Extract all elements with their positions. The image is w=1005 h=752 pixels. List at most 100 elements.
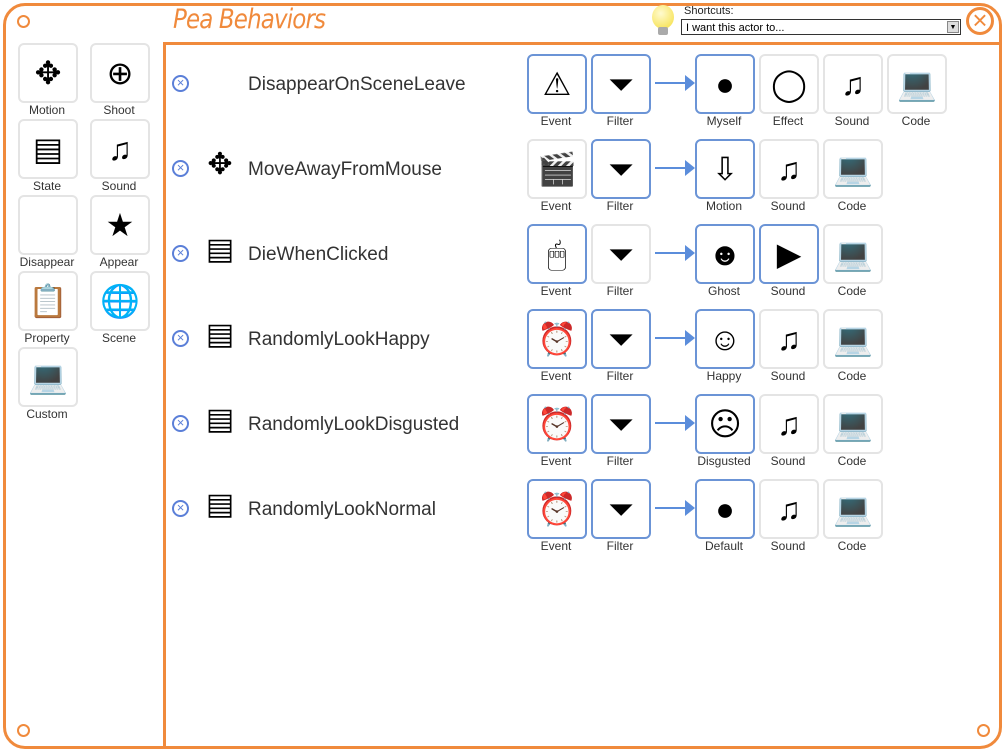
shadow-icon <box>195 57 245 107</box>
crosshair-icon: ⊕ <box>106 55 134 91</box>
palette-shoot-button[interactable]: ⊕ <box>90 43 150 103</box>
music-cd-icon: ♫ <box>777 406 801 442</box>
behavior-sound-tile[interactable]: ♫ <box>759 139 819 199</box>
state-tree-icon: ▤ <box>205 318 235 351</box>
behavior-motion-tile[interactable]: ⇩ <box>695 139 755 199</box>
funnel-icon: ⏷ <box>608 491 634 527</box>
remove-behavior-button[interactable]: × <box>172 75 189 92</box>
laptop-icon: 💻 <box>897 66 937 102</box>
palette-label: Motion <box>28 103 66 117</box>
tile-label: Event <box>540 284 572 298</box>
behavior-sound-tile[interactable]: ♫ <box>759 394 819 454</box>
behavior-name[interactable]: MoveAwayFromMouse <box>248 159 442 180</box>
behavior-code-tile[interactable]: 💻 <box>823 224 883 284</box>
tile-label: Motion <box>705 199 743 213</box>
palette-property-button[interactable]: 📋 <box>18 271 78 331</box>
remove-behavior-button[interactable]: × <box>172 415 189 432</box>
down-arrow-icon: ⇩ <box>711 151 739 187</box>
tile-label: Myself <box>706 114 742 128</box>
shortcuts-select[interactable]: I want this actor to...▼ <box>681 19 961 35</box>
behavior-name[interactable]: RandomlyLookDisgusted <box>248 414 460 435</box>
state-tree-icon: ▤ <box>205 488 235 521</box>
arrow-right-icon <box>655 500 695 516</box>
music-cd-icon: ♫ <box>108 131 132 167</box>
caution-icon: ⚠ <box>542 66 572 102</box>
tile-label: Code <box>837 284 867 298</box>
palette-disappear-button[interactable] <box>18 195 78 255</box>
behavior-effect-tile[interactable]: ◯ <box>759 54 819 114</box>
laptop-icon: 💻 <box>28 359 68 395</box>
behavior-happy-tile[interactable]: ☺ <box>695 309 755 369</box>
palette-label: State <box>32 179 62 193</box>
palette-state-button[interactable]: ▤ <box>18 119 78 179</box>
play-icon: ▶ <box>776 236 802 272</box>
tile-label: Event <box>540 369 572 383</box>
behavior-event-tile[interactable]: 🎬 <box>527 139 587 199</box>
behavior-code-tile[interactable]: 💻 <box>823 394 883 454</box>
behavior-default-tile[interactable]: ● <box>695 479 755 539</box>
remove-behavior-button[interactable]: × <box>172 245 189 262</box>
behavior-disgusted-tile[interactable]: ☹ <box>695 394 755 454</box>
funnel-icon: ⏷ <box>608 66 634 102</box>
behavior-code-tile[interactable]: 💻 <box>823 309 883 369</box>
remove-behavior-button[interactable]: × <box>172 500 189 517</box>
behavior-name[interactable]: DieWhenClicked <box>248 244 389 265</box>
close-button[interactable]: × <box>966 7 994 35</box>
behavior-ghost-tile[interactable]: ☻ <box>695 224 755 284</box>
behavior-sound-tile[interactable]: ♫ <box>759 479 819 539</box>
music-cd-icon: ♫ <box>841 66 865 102</box>
behavior-event-tile[interactable]: ⏰ <box>527 479 587 539</box>
chevron-down-icon[interactable]: ▼ <box>947 21 959 33</box>
tile-label: Code <box>837 539 867 553</box>
palette-custom-button[interactable]: 💻 <box>18 347 78 407</box>
behavior-code-tile[interactable]: 💻 <box>823 139 883 199</box>
remove-behavior-button[interactable]: × <box>172 160 189 177</box>
behavior-event-tile[interactable]: ⏰ <box>527 394 587 454</box>
behavior-filter-tile[interactable]: ⏷ <box>591 224 651 284</box>
green-face-icon: ● <box>715 66 735 102</box>
behavior-sound-tile[interactable]: ♫ <box>759 309 819 369</box>
palette-scene-button[interactable]: 🌐 <box>90 271 150 331</box>
state-tree-icon: ▤ <box>205 233 235 266</box>
tile-label: Filter <box>606 114 634 128</box>
laptop-icon: 💻 <box>833 321 873 357</box>
globe-icon: 🌐 <box>100 283 140 319</box>
tile-label: Sound <box>770 454 806 468</box>
behavior-code-tile[interactable]: 💻 <box>887 54 947 114</box>
behavior-sound-tile[interactable]: ♫ <box>823 54 883 114</box>
behavior-filter-tile[interactable]: ⏷ <box>591 479 651 539</box>
tile-label: Filter <box>606 369 634 383</box>
behavior-event-tile[interactable]: ⏰ <box>527 309 587 369</box>
tile-label: Filter <box>606 284 634 298</box>
behavior-filter-tile[interactable]: ⏷ <box>591 139 651 199</box>
tile-label: Event <box>540 454 572 468</box>
behaviors-panel <box>163 42 1002 749</box>
tile-label: Happy <box>706 369 742 383</box>
tile-label: Sound <box>770 369 806 383</box>
behavior-name[interactable]: DisappearOnSceneLeave <box>248 74 466 95</box>
behavior-event-tile[interactable]: 🖱 <box>527 224 587 284</box>
behavior-name[interactable]: RandomlyLookHappy <box>248 329 430 350</box>
palette-label: Disappear <box>19 255 75 269</box>
behavior-sound-tile[interactable]: ▶ <box>759 224 819 284</box>
behavior-myself-tile[interactable]: ● <box>695 54 755 114</box>
tile-label: Effect <box>772 114 804 128</box>
remove-behavior-button[interactable]: × <box>172 330 189 347</box>
palette-label: Scene <box>101 331 137 345</box>
corner-ring-icon <box>977 724 990 737</box>
palette-appear-button[interactable]: ★ <box>90 195 150 255</box>
behavior-name[interactable]: RandomlyLookNormal <box>248 499 436 520</box>
funnel-icon: ⏷ <box>608 321 634 357</box>
behavior-filter-tile[interactable]: ⏷ <box>591 54 651 114</box>
laptop-icon: 💻 <box>833 491 873 527</box>
behavior-filter-tile[interactable]: ⏷ <box>591 309 651 369</box>
behavior-code-tile[interactable]: 💻 <box>823 479 883 539</box>
tile-label: Code <box>901 114 931 128</box>
alarm-clock-icon: ⏰ <box>537 491 577 527</box>
behavior-filter-tile[interactable]: ⏷ <box>591 394 651 454</box>
behavior-event-tile[interactable]: ⚠ <box>527 54 587 114</box>
palette-sound-button[interactable]: ♫ <box>90 119 150 179</box>
palette-motion-button[interactable]: ✥ <box>18 43 78 103</box>
corner-ring-icon <box>17 15 30 28</box>
motion-arrows-icon: ✥ <box>34 55 62 91</box>
